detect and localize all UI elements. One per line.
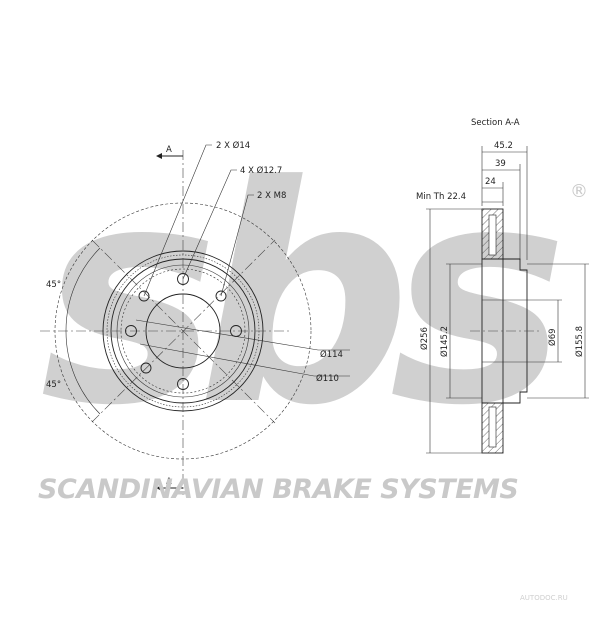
section-view: Section A-A 45.2 39 24 Min Th 22.4 Ø256 [416,118,589,454]
callout-hole14: 2 X Ø14 [216,140,250,151]
width-disc-label: 24 [485,177,496,187]
dia-inner-bolt-label: Ø110 [316,373,339,384]
callout-hole127: 4 X Ø12.7 [240,165,282,176]
diagonal-centerline-2 [91,239,276,423]
lower-vent-channel [488,406,497,448]
front-view: A A 2 X Ø14 4 X Ø12.7 2 X M8 45° 45° Ø11… [40,140,350,495]
sbs-logo-watermark: sbs [40,122,580,471]
dia-hat-outer-label: Ø145.2 [439,326,450,357]
width-total-label: 45.2 [494,141,513,151]
dia-hat-label: Ø155.8 [574,326,585,357]
hole-lower-left [140,362,152,374]
min-thickness-label: Min Th 22.4 [416,192,466,202]
hole-upper-right [215,290,227,302]
section-marker-top: A [166,145,172,155]
registered-mark: ® [570,181,588,202]
dia-outer-bolt-label: Ø114 [320,349,343,360]
leader-dia114 [135,319,350,351]
leader-hole127 [182,169,237,280]
section-arrow-bottom [156,485,162,491]
angle-top-label: 45° [46,280,61,290]
leader-hole14 [143,144,212,297]
leader-dia110 [139,343,350,377]
width-hat-label: 39 [495,159,506,169]
angle-arc-top [65,247,101,332]
section-arrow-top [156,153,162,159]
upper-vent-channel [488,214,497,256]
leader-m8 [220,194,254,297]
diagonal-centerline-1 [91,239,276,424]
section-marker-bottom: A [166,477,172,487]
hole-upper-left [138,290,150,302]
angle-bottom-label: 45° [46,380,61,390]
sbs-logo-text: sbs [40,122,558,471]
watermark-text: AUTODOC.RU [520,594,568,602]
callout-m8: 2 X M8 [257,191,286,201]
brand-name: SCANDINAVIAN BRAKE SYSTEMS [38,474,518,505]
angle-arc-bottom [65,330,101,415]
dia-center-bore-label: Ø69 [547,328,558,346]
section-title: Section A-A [471,118,520,128]
dia-disc-label: Ø256 [419,327,430,350]
